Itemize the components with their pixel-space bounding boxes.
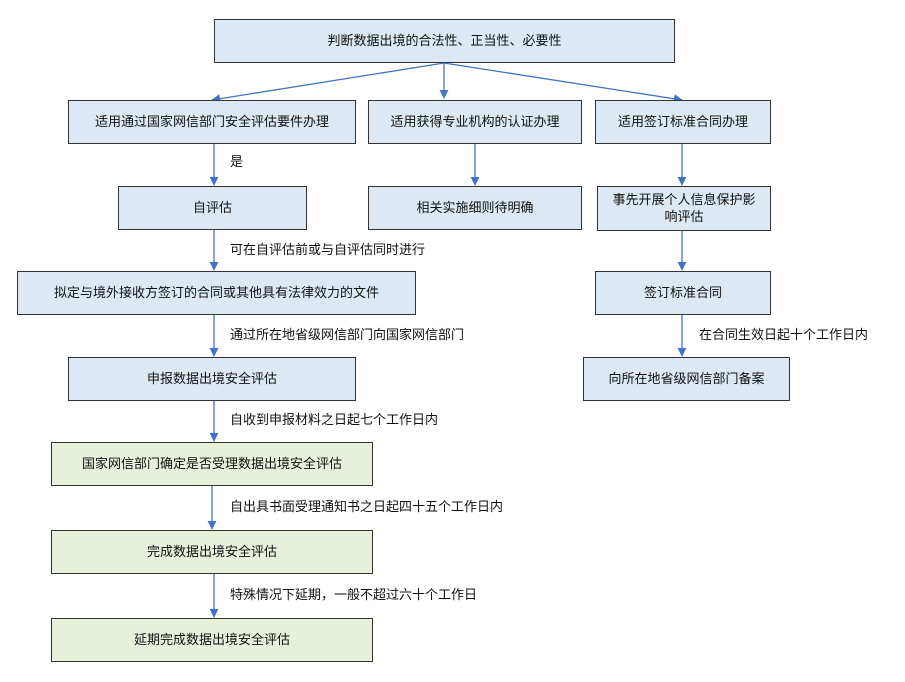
node-extend: 延期完成数据出境安全评估 — [51, 618, 373, 662]
label-via-province: 通过所在地省级网信部门向国家网信部门 — [230, 328, 465, 343]
node-root: 判断数据出境的合法性、正当性、必要性 — [214, 19, 675, 63]
node-declare: 申报数据出境安全评估 — [68, 357, 356, 401]
label-seven-days: 自收到申报材料之日起七个工作日内 — [230, 413, 439, 428]
node-draft-contract: 拟定与境外接收方签订的合同或其他具有法律效力的文件 — [17, 271, 416, 315]
label-extension: 特殊情况下延期，一般不超过六十个工作日 — [230, 588, 478, 603]
node-branch-assessment: 适用通过国家网信部门安全评估要件办理 — [68, 100, 356, 144]
arrow-root-to-assessment — [211, 62, 445, 104]
label-yes: 是 — [230, 155, 244, 170]
node-pia: 事先开展个人信息保护影响评估 — [597, 186, 771, 231]
arrow-root-to-contract — [443, 62, 683, 104]
node-file-record: 向所在地省级网信部门备案 — [583, 357, 790, 401]
label-forty-five-days: 自出具书面受理通知书之日起四十五个工作日内 — [230, 500, 504, 515]
node-branch-certification: 适用获得专业机构的认证办理 — [368, 100, 582, 144]
node-sign-contract: 签订标准合同 — [595, 271, 771, 315]
label-effective-ten-days: 在合同生效日起十个工作日内 — [699, 328, 869, 343]
label-parallel: 可在自评估前或与自评估同时进行 — [230, 243, 426, 258]
node-self-assessment: 自评估 — [118, 186, 307, 230]
node-accept: 国家网信部门确定是否受理数据出境安全评估 — [51, 442, 373, 486]
node-branch-contract: 适用签订标准合同办理 — [595, 100, 771, 144]
node-complete: 完成数据出境安全评估 — [51, 530, 373, 574]
node-rules-pending: 相关实施细则待明确 — [368, 186, 582, 230]
